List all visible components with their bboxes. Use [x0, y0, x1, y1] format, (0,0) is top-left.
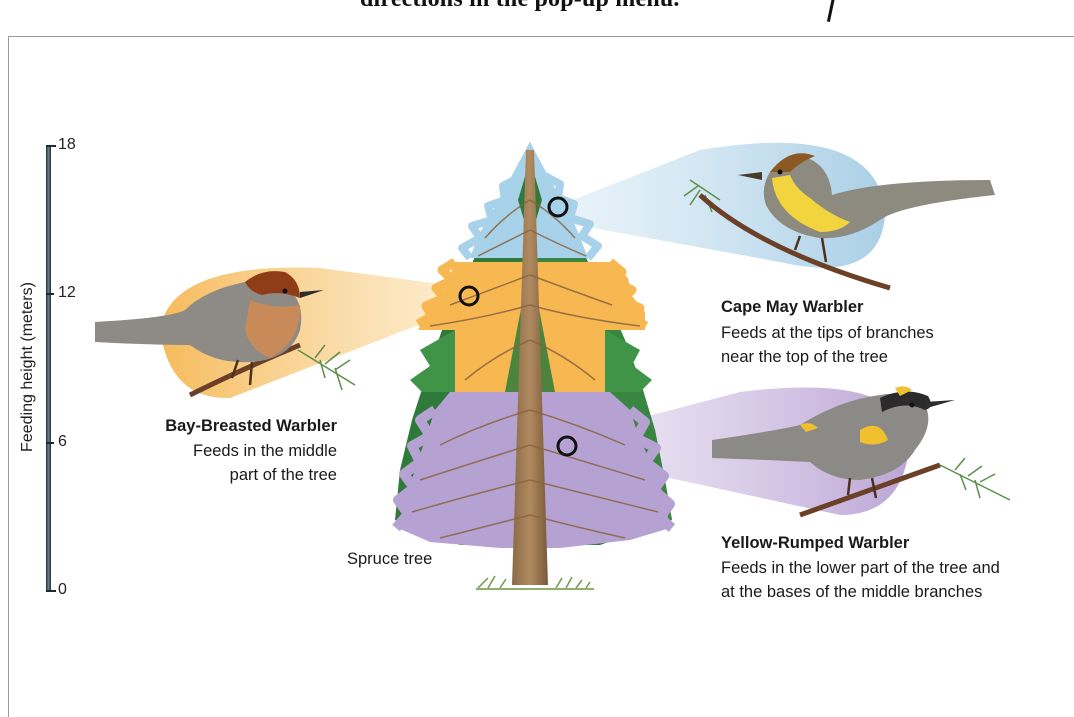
yellow-rumped-desc-line1: Feeds in the lower part of the tree and — [721, 557, 1000, 579]
cape-may-desc-line1: Feeds at the tips of branches — [721, 322, 934, 344]
bay-breasted-desc-line2: part of the tree — [100, 464, 337, 486]
yellow-rumped-desc-line2: at the bases of the middle branches — [721, 581, 982, 603]
feeding-height-axis — [46, 146, 56, 592]
cape-may-desc-line2: near the top of the tree — [721, 346, 888, 368]
axis-tick-12: 12 — [58, 284, 76, 302]
axis-tick-6: 6 — [58, 433, 67, 451]
bay-breasted-name: Bay-Breasted Warbler — [100, 415, 337, 437]
axis-title: Feeding height (meters) — [19, 277, 37, 457]
bay-breasted-desc-line1: Feeds in the middle — [100, 440, 337, 462]
yellow-rumped-name: Yellow-Rumped Warbler — [721, 532, 909, 554]
spruce-tree-label: Spruce tree — [347, 548, 432, 570]
axis-tick-18: 18 — [58, 136, 76, 154]
cape-may-name: Cape May Warbler — [721, 296, 863, 318]
axis-tick-0: 0 — [58, 581, 67, 599]
